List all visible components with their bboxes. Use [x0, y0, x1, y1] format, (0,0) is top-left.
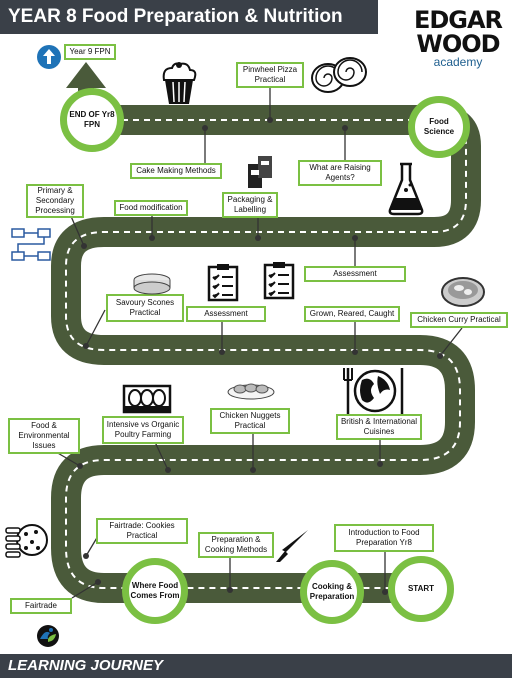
- label-nuggets: Chicken Nuggets Practical: [210, 408, 290, 434]
- milestone-end-yr8: END OF Yr8 FPN: [60, 88, 124, 152]
- globe-cutlery-icon: [343, 368, 404, 414]
- milestone-food-science: Food Science: [408, 96, 470, 158]
- cupcake-icon: [162, 62, 197, 104]
- knife-icon: [276, 530, 308, 562]
- packaging-icon: [248, 156, 272, 188]
- label-fairtrade-cookies: Fairtrade: Cookies Practical: [96, 518, 188, 544]
- label-packaging: Packaging & Labelling: [222, 192, 278, 218]
- label-cake: Cake Making Methods: [130, 163, 222, 179]
- label-assessment-2: Assessment: [186, 306, 266, 322]
- flask-icon: [388, 162, 424, 216]
- milestone-cooking: Cooking & Preparation: [300, 560, 364, 624]
- milestone-start: START: [388, 556, 454, 622]
- fairtrade-logo-icon: [37, 625, 59, 647]
- chicken-nuggets-icon: [227, 383, 275, 400]
- scones-icon: [133, 273, 171, 295]
- label-pinwheel: Pinwheel Pizza Practical: [236, 62, 304, 88]
- clipboard-checklist-icon: [207, 264, 239, 302]
- title-bar: YEAR 8 Food Preparation & Nutrition: [0, 0, 378, 34]
- milestone-where-food: Where Food Comes From: [122, 558, 188, 624]
- label-raising: What are Raising Agents?: [298, 160, 382, 186]
- logo-line-2: WOOD: [416, 30, 500, 58]
- label-british: British & International Cuisines: [336, 414, 422, 440]
- flowchart-icon: [11, 228, 51, 261]
- egg-carton-icon: [122, 384, 172, 414]
- label-fairtrade: Fairtrade: [10, 598, 72, 614]
- logo-line-3: academy: [433, 55, 483, 69]
- label-grown: Grown, Reared, Caught: [304, 306, 400, 322]
- label-year9: Year 9 FPN: [64, 44, 116, 60]
- page-title: YEAR 8 Food Preparation & Nutrition: [8, 6, 343, 27]
- milestone-where-food-label: Where Food Comes From: [130, 581, 180, 600]
- label-prep-cooking: Preparation & Cooking Methods: [198, 532, 274, 558]
- up-arrow-info-icon: [37, 45, 61, 69]
- curry-bowl-icon: [441, 277, 485, 307]
- label-primary: Primary & Secondary Processing: [26, 184, 84, 218]
- label-assessment-1: Assessment: [304, 266, 406, 282]
- school-logo: EDGAR WOOD academy: [410, 8, 506, 68]
- logo-line-1: EDGAR: [413, 6, 503, 34]
- footer-bar: LEARNING JOURNEY: [0, 654, 512, 678]
- label-chicken-curry: Chicken Curry Practical: [410, 312, 508, 328]
- label-food-env: Food & Environmental Issues: [8, 418, 80, 454]
- milestone-end-label: END OF Yr8 FPN: [69, 110, 115, 129]
- milestone-start-label: START: [407, 584, 435, 593]
- clipboard-checklist-icon-2: [263, 262, 295, 300]
- label-intensive: Intensive vs Organic Poultry Farming: [102, 416, 184, 444]
- milestone-food-science-label: Food Science: [423, 117, 455, 136]
- label-food-mod: Food modification: [114, 200, 188, 216]
- pinwheel-pizza-icon: [311, 57, 367, 93]
- cookies-icon: [5, 524, 48, 558]
- footer-label: LEARNING JOURNEY: [8, 657, 164, 674]
- label-savoury: Savoury Scones Practical: [106, 294, 184, 322]
- label-intro: Introduction to Food Preparation Yr8: [334, 524, 434, 552]
- milestone-cooking-label: Cooking & Preparation: [309, 582, 355, 601]
